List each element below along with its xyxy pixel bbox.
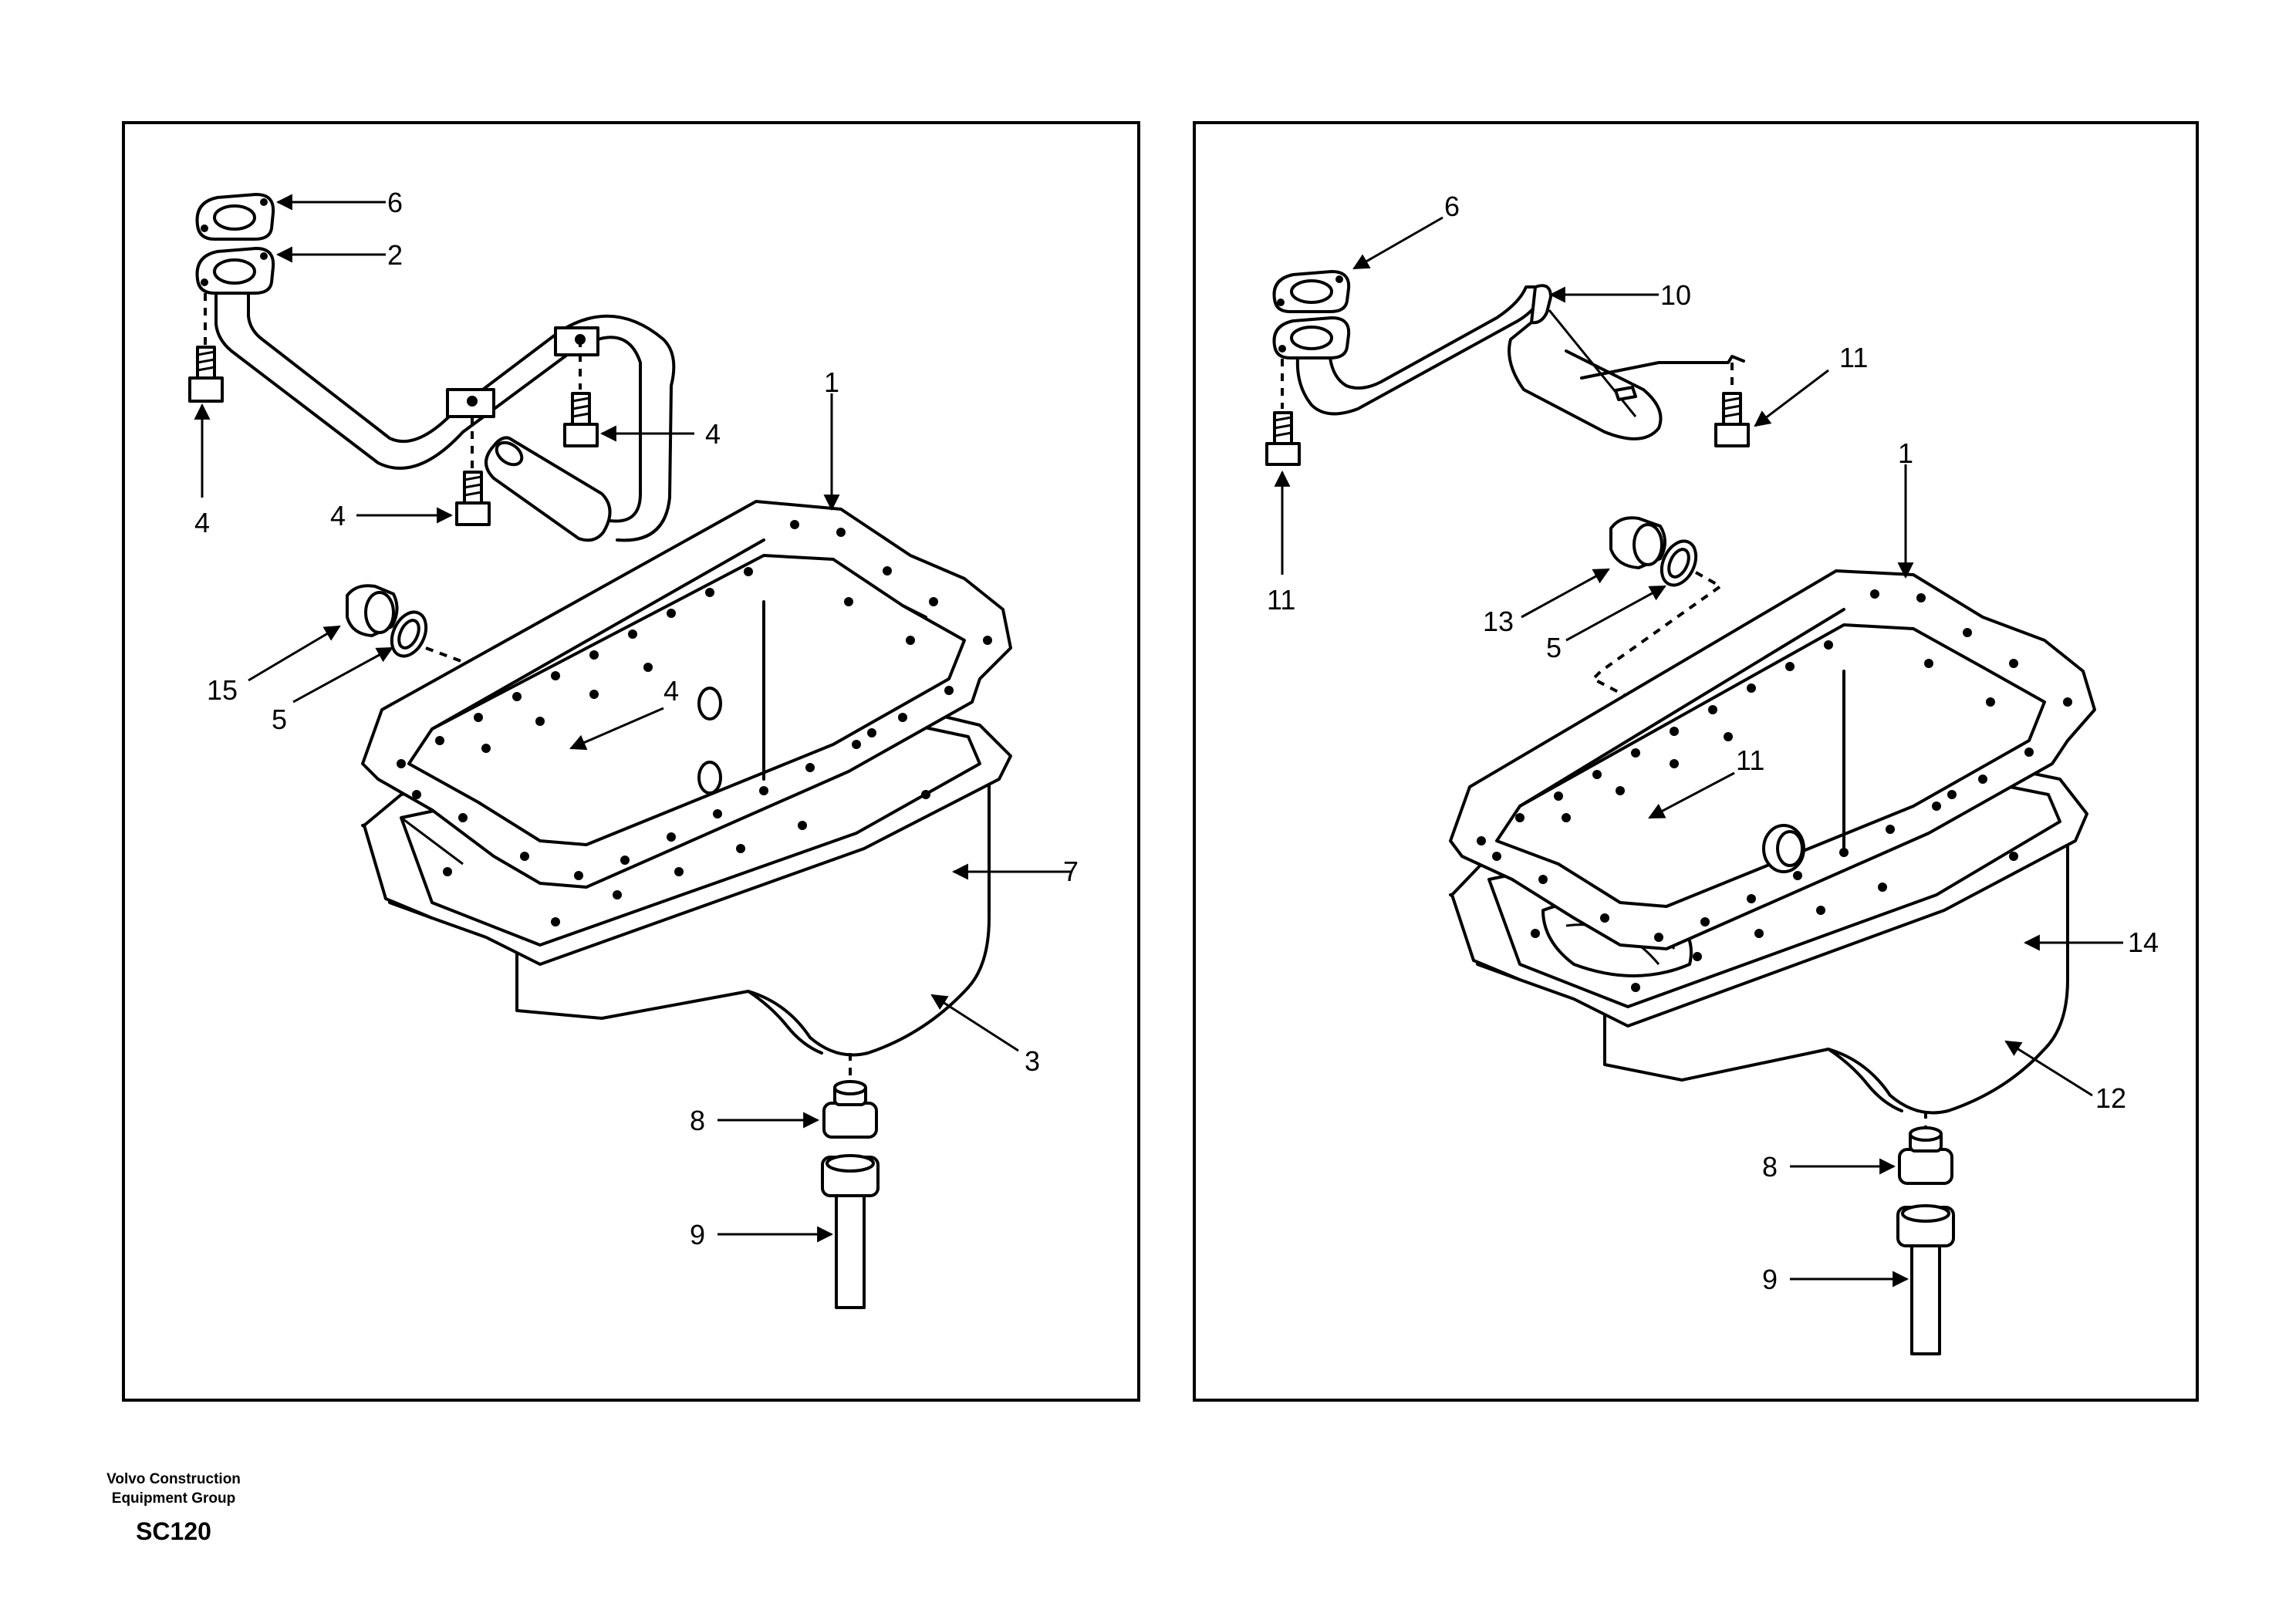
seal-washer-5-left [390, 610, 428, 658]
left-panel-frame [122, 121, 1140, 1402]
bolt-11-b [1714, 392, 1750, 447]
callout-1-right: 1 [1898, 437, 1913, 469]
part-2-flange [195, 247, 275, 295]
callout-7-left: 7 [1063, 856, 1079, 887]
callout-4-left-c: 4 [330, 500, 346, 532]
callout-4-left-d: 4 [663, 675, 679, 707]
right-panel-frame [1193, 121, 2199, 1402]
callout-2-left: 2 [387, 239, 403, 271]
drain-plug-15 [346, 584, 399, 637]
callout-12-right: 12 [2095, 1082, 2126, 1114]
right-panel: 6 10 11 11 11 1 13 5 14 12 8 9 [1193, 121, 2199, 1402]
footer-publisher: Volvo Construction Equipment Group SC120 [77, 1470, 270, 1546]
callout-1-left: 1 [824, 366, 839, 398]
gasket-bolt-holes-left [397, 520, 992, 926]
oil-pan-3 [361, 500, 1012, 1057]
callout-14-right: 14 [2128, 926, 2159, 958]
sleeve-9-left [821, 1154, 880, 1309]
gasket-bolt-holes-right [1477, 589, 2072, 992]
oil-pan-12 [1449, 569, 2096, 1115]
bolt-4-a [188, 346, 224, 403]
bolt-4-c [455, 471, 491, 526]
callout-6-left: 6 [387, 187, 403, 218]
callout-11-right-a: 11 [1839, 342, 1868, 373]
part-6-flange-gasket [195, 193, 275, 241]
callout-8-left: 8 [690, 1105, 705, 1136]
part-6-flange-gasket-right [1272, 270, 1351, 313]
company-line-1: Volvo Construction [106, 1471, 241, 1487]
seal-washer-5-right [1660, 539, 1698, 587]
drain-plug-8-right [1898, 1126, 1953, 1185]
callout-9-right: 9 [1762, 1264, 1778, 1295]
drain-plug-13 [1609, 516, 1666, 569]
callout-9-left: 9 [690, 1219, 705, 1250]
oil-suction-pipe-10 [1272, 284, 1745, 440]
drain-plug-8-left [822, 1080, 878, 1139]
callout-lines-right [1274, 216, 2123, 1288]
callout-4-left-b: 4 [705, 418, 721, 450]
callout-11-right-b: 11 [1267, 584, 1295, 616]
bolt-4-b [563, 392, 599, 447]
callout-5-right: 5 [1546, 632, 1562, 663]
sleeve-9-right [1896, 1204, 1955, 1355]
callout-10-right: 10 [1660, 279, 1691, 311]
company-line-2: Equipment Group [111, 1490, 236, 1507]
oil-suction-pipe-left [214, 292, 676, 542]
callout-4-left-a: 4 [194, 507, 210, 538]
callout-5-left: 5 [272, 704, 287, 735]
callout-3-left: 3 [1025, 1045, 1040, 1077]
callout-8-right: 8 [1762, 1151, 1778, 1183]
callout-6-right: 6 [1444, 191, 1460, 222]
bolt-11-a [1265, 411, 1301, 466]
callout-13-right: 13 [1483, 606, 1514, 637]
callout-11-right-c: 11 [1736, 744, 1764, 776]
callout-15-left: 15 [207, 674, 238, 706]
model-code: SC120 [136, 1517, 211, 1545]
left-panel: 6 2 4 4 4 4 1 15 5 7 3 8 9 [122, 121, 1140, 1402]
callout-lines-left [194, 194, 1072, 1243]
